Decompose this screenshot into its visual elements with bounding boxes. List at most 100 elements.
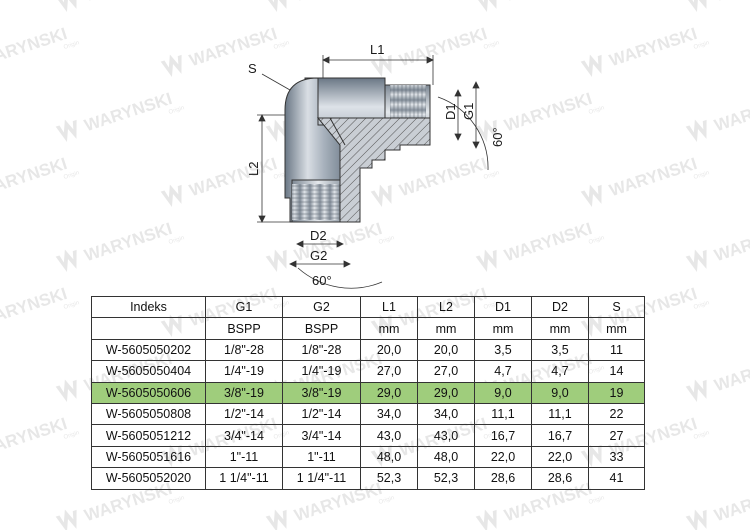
unit-cell: BSPP	[282, 317, 361, 340]
watermark-sub: Origin	[63, 170, 80, 181]
value-cell: 11	[588, 338, 645, 362]
label-l2: L2	[246, 162, 261, 176]
brand-mark-icon	[160, 54, 182, 77]
watermark-brand: WARYNSKI	[0, 154, 69, 200]
value-cell: 1/2"-14	[282, 402, 361, 426]
watermark-sub: Origin	[378, 235, 395, 246]
value-cell: 1/8"-28	[205, 338, 283, 362]
watermark-brand: WARYNSKI	[187, 154, 279, 200]
unit-cell: mm	[531, 317, 589, 340]
value-cell: 11,1	[531, 402, 589, 426]
watermark-sub: Origin	[693, 170, 710, 181]
value-cell: 52,3	[417, 467, 475, 490]
brand-mark-icon	[475, 119, 497, 142]
value-cell: 4,7	[474, 360, 532, 383]
watermark-brand: WARYNSKI	[187, 24, 279, 70]
value-cell: 41	[588, 467, 645, 490]
value-cell: 14	[588, 360, 645, 383]
value-cell: 1/8"-28	[282, 338, 361, 362]
value-cell: 22,0	[531, 445, 589, 469]
column-header: G2	[282, 295, 361, 319]
watermark-sub: Origin	[693, 430, 710, 441]
column-header: Indeks	[91, 295, 206, 319]
value-cell: 43,0	[360, 424, 418, 447]
value-cell: 9,0	[474, 381, 532, 404]
watermark-brand: WARYNSKI	[292, 0, 384, 5]
brand-mark-icon	[475, 0, 497, 12]
watermark-brand: WARYNSKI	[712, 349, 750, 395]
value-cell: 1"-11	[282, 445, 361, 469]
brand-mark-icon	[475, 249, 497, 272]
watermark-brand: WARYNSKI	[607, 154, 699, 200]
label-angle-right: 60°	[490, 127, 505, 147]
unit-cell: mm	[360, 317, 418, 340]
label-s: S	[248, 61, 257, 76]
value-cell: 29,0	[417, 381, 475, 404]
value-cell: 29,0	[360, 381, 418, 404]
watermark-brand: WARYNSKI	[82, 0, 174, 5]
value-cell: 20,0	[417, 338, 475, 362]
column-header: S	[588, 295, 645, 319]
index-cell: W-5605050404	[91, 360, 206, 383]
value-cell: 27,0	[360, 360, 418, 383]
value-cell: 43,0	[417, 424, 475, 447]
brand-mark-icon	[685, 249, 707, 272]
brand-mark-icon	[580, 54, 602, 77]
brand-mark-icon	[265, 119, 287, 142]
unit-cell	[91, 317, 206, 340]
brand-mark-icon	[55, 379, 77, 402]
brand-mark-icon	[55, 0, 77, 12]
brand-mark-icon	[55, 509, 77, 530]
label-l1: L1	[370, 42, 384, 57]
watermark-sub: Origin	[693, 40, 710, 51]
brand-mark-icon	[475, 509, 497, 530]
value-cell: 3,5	[531, 338, 589, 362]
watermark-brand: WARYNSKI	[0, 284, 69, 330]
value-cell: 3/4"-14	[205, 424, 283, 447]
value-cell: 16,7	[531, 424, 589, 447]
watermark-sub: Origin	[168, 495, 185, 506]
value-cell: 28,6	[474, 467, 532, 490]
value-cell: 33	[588, 445, 645, 469]
watermark-sub: Origin	[588, 495, 605, 506]
watermark-sub: Origin	[588, 235, 605, 246]
column-header: G1	[205, 295, 283, 319]
value-cell: 48,0	[417, 445, 475, 469]
value-cell: 19	[588, 381, 645, 404]
unit-cell: mm	[417, 317, 475, 340]
brand-mark-icon	[55, 119, 77, 142]
brand-mark-icon	[370, 54, 392, 77]
index-cell: W-5605052020	[91, 467, 206, 490]
value-cell: 34,0	[360, 402, 418, 426]
watermark-brand: WARYNSKI	[712, 219, 750, 265]
unit-cell: mm	[588, 317, 645, 340]
watermark-brand: WARYNSKI	[0, 414, 69, 460]
index-cell: W-5605051616	[91, 445, 206, 469]
watermark-brand: WARYNSKI	[712, 0, 750, 5]
watermark-sub: Origin	[378, 495, 395, 506]
brand-mark-icon	[685, 379, 707, 402]
value-cell: 1 1/4"-11	[205, 467, 283, 490]
watermark-brand: WARYNSKI	[502, 0, 594, 5]
value-cell: 34,0	[417, 402, 475, 426]
watermark-sub: Origin	[168, 105, 185, 116]
value-cell: 9,0	[531, 381, 589, 404]
watermark-brand: WARYNSKI	[502, 89, 594, 135]
